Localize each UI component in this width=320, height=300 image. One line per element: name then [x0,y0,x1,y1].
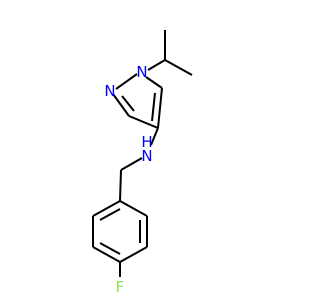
atom-label-n2: N [104,82,115,100]
bond-n1-n2 [115,73,138,90]
bond-n2-c3 [112,93,130,117]
bond-nh-ch2 [120,157,143,171]
bond-ar6-ar1 [92,200,121,217]
bond-c5-n1 [145,76,163,89]
bond-c4-c5-inner [151,92,156,122]
canvas-background [0,0,300,300]
bond-c4-nh [150,127,159,146]
bond-c3-c4 [128,115,159,129]
atom-label-fluorine: F [116,278,125,296]
bond-ar4-ar5 [92,246,121,263]
bond-ar3-ar4 [119,246,148,263]
bond-ar4-ar5-inner [99,242,121,255]
atom-label-amine-n: N [141,147,152,165]
bond-ch2-ring [119,169,122,202]
bond-c4-c5 [157,87,163,129]
bond-n1-isopropyl [147,59,166,71]
molecule-structure: N N N H F [0,0,300,300]
bond-n2-c3-inner [121,95,135,112]
atom-label-n1: N [136,63,147,81]
atom-label-amine-h: H [141,133,152,151]
bond-ar1-ar2 [119,200,148,217]
bond-ar6-ar1-inner [99,208,121,221]
bond-isopropyl-ch-methyl-right [164,59,193,76]
